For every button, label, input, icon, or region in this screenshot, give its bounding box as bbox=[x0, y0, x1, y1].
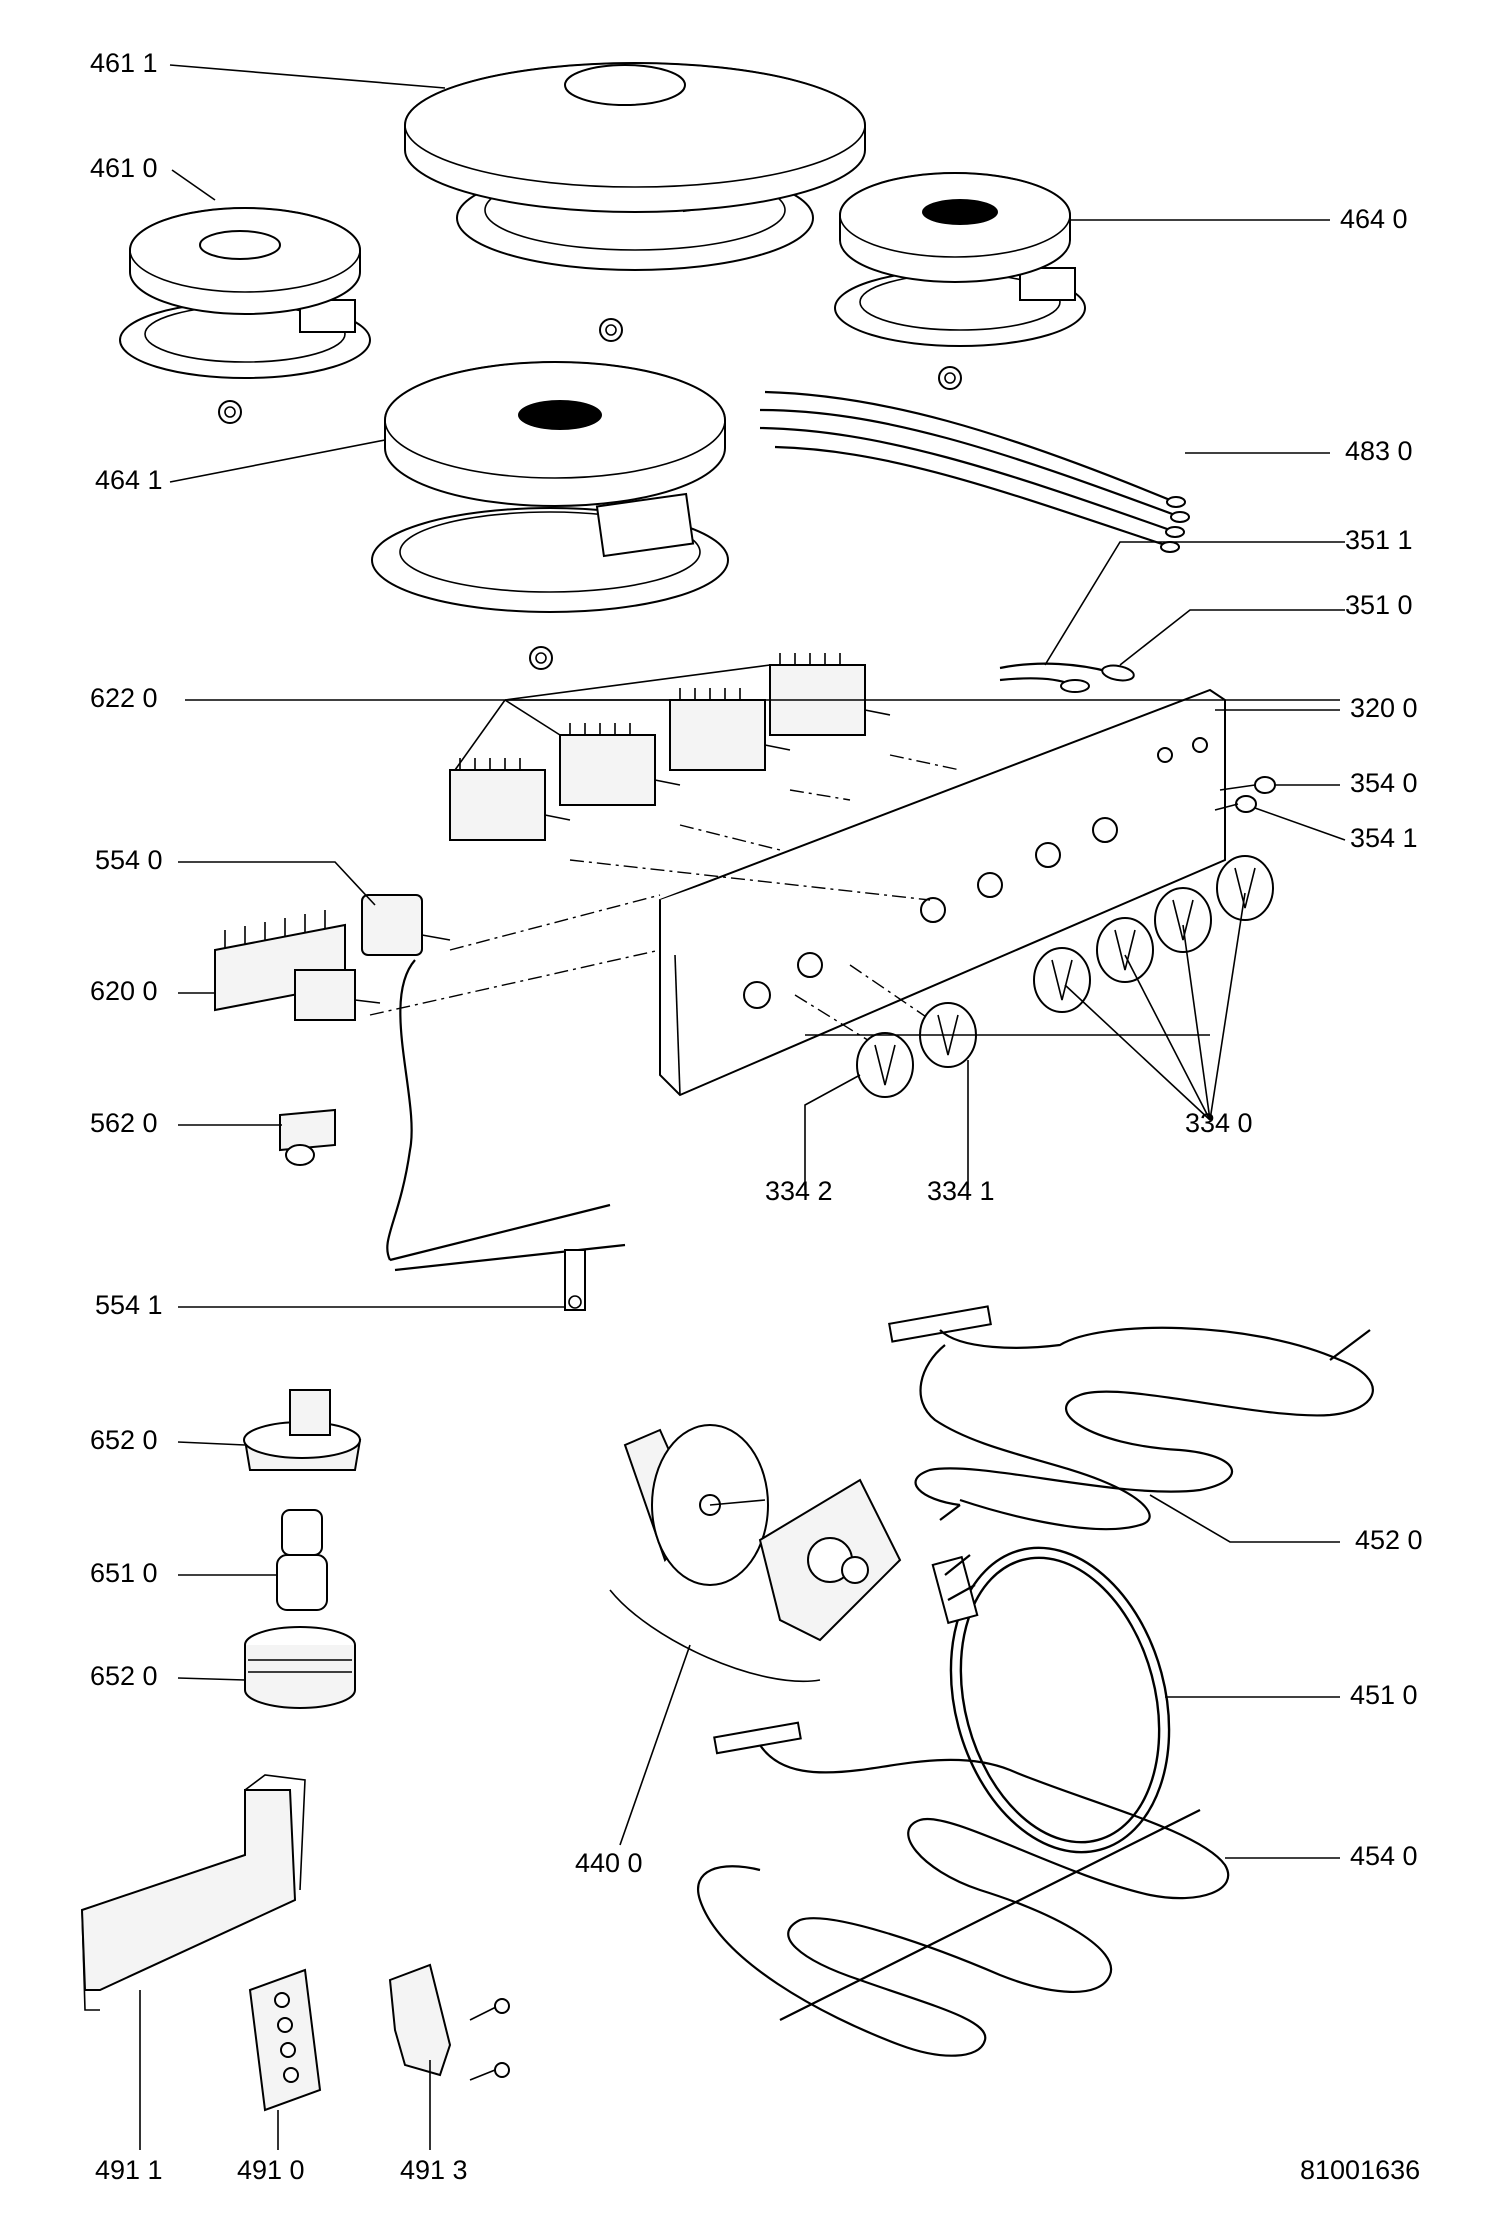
callout-334-0: 334 0 bbox=[1185, 1108, 1253, 1138]
terminal-block-491-0 bbox=[248, 1968, 322, 2112]
callout-652-0-top: 652 0 bbox=[90, 1425, 158, 1455]
clamp-491-3 bbox=[388, 1963, 510, 2081]
callout-620-0: 620 0 bbox=[90, 976, 158, 1006]
callout-461-1: 461 1 bbox=[90, 48, 158, 78]
callout-334-1: 334 1 bbox=[927, 1176, 995, 1206]
hotplate-464-1 bbox=[371, 361, 729, 670]
hotplate-461-0 bbox=[119, 207, 371, 424]
hotplate-461-1 bbox=[404, 62, 866, 342]
hotplate-464-0 bbox=[834, 172, 1086, 390]
fan-motor-440-0 bbox=[609, 1424, 902, 1682]
callout-351-0: 351 0 bbox=[1345, 590, 1413, 620]
callout-491-0: 491 0 bbox=[237, 2155, 305, 2185]
control-panel-320-0 bbox=[659, 688, 1226, 1097]
callout-452-0: 452 0 bbox=[1355, 1525, 1423, 1555]
lamp-holder-652-0-top bbox=[243, 1389, 362, 1471]
callout-491-1: 491 1 bbox=[95, 2155, 163, 2185]
callout-320-0: 320 0 bbox=[1350, 693, 1418, 723]
callout-354-1: 354 1 bbox=[1350, 823, 1418, 853]
callout-622-0: 622 0 bbox=[90, 683, 158, 713]
leader-lines bbox=[139, 64, 1346, 2150]
sensors-351 bbox=[999, 662, 1135, 693]
callout-354-0: 354 0 bbox=[1350, 768, 1418, 798]
wire-harness-483-0 bbox=[759, 390, 1190, 553]
document-number: 81001636 bbox=[1300, 2155, 1421, 2185]
screws-354 bbox=[1214, 776, 1276, 813]
selector-620-0 bbox=[214, 910, 381, 1021]
bulb-651-0 bbox=[276, 1509, 328, 1611]
callout-491-3: 491 3 bbox=[400, 2155, 468, 2185]
callout-483-0: 483 0 bbox=[1345, 436, 1413, 466]
callout-461-0: 461 0 bbox=[90, 153, 158, 183]
callout-562-0: 562 0 bbox=[90, 1108, 158, 1138]
callout-334-2: 334 2 bbox=[765, 1176, 833, 1206]
callout-554-1: 554 1 bbox=[95, 1290, 163, 1320]
callout-454-0: 454 0 bbox=[1350, 1841, 1418, 1871]
lamp-cover-652-0-bottom bbox=[244, 1626, 356, 1709]
callout-554-0: 554 0 bbox=[95, 845, 163, 875]
heating-element-451-0 bbox=[931, 1546, 1171, 1854]
clip-562-0 bbox=[279, 1108, 336, 1166]
callout-451-0: 451 0 bbox=[1350, 1680, 1418, 1710]
bracket-491-1 bbox=[80, 1774, 306, 2011]
thermostat-554-0 bbox=[361, 894, 626, 1311]
callout-464-0: 464 0 bbox=[1340, 204, 1408, 234]
switches-622-0 bbox=[449, 653, 891, 841]
callout-440-0: 440 0 bbox=[575, 1848, 643, 1878]
heating-element-452-0 bbox=[888, 1305, 1374, 1531]
callout-652-0-bottom: 652 0 bbox=[90, 1661, 158, 1691]
callout-351-1: 351 1 bbox=[1345, 525, 1413, 555]
knobs-334 bbox=[856, 855, 1274, 1098]
assembly-lines bbox=[369, 754, 961, 1061]
callout-464-1: 464 1 bbox=[95, 465, 163, 495]
heating-element-454-0 bbox=[697, 1721, 1230, 2057]
callout-651-0: 651 0 bbox=[90, 1558, 158, 1588]
